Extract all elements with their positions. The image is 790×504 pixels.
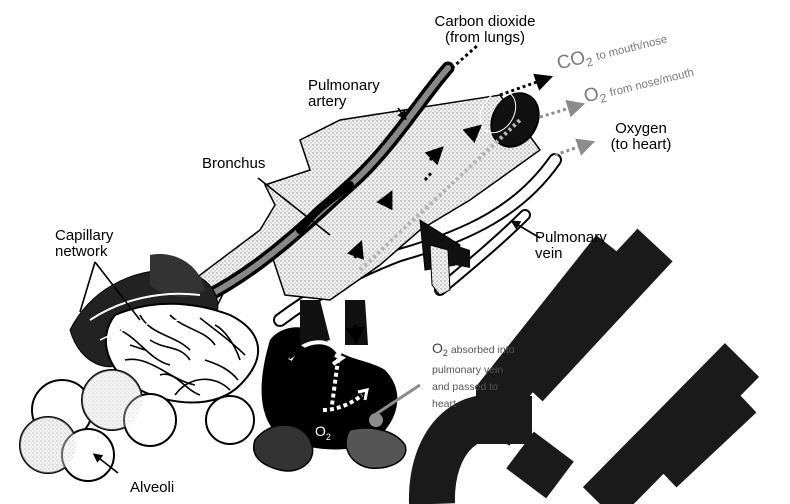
label-pulmonary-vein: Pulmonary vein — [535, 230, 607, 262]
absorbed-line-3: and passed to — [432, 379, 514, 396]
label-carbon-dioxide: Carbon dioxide (from lungs) — [405, 14, 565, 46]
alveolus-o2-symbol: O — [315, 423, 326, 439]
alveolus-o2-subscript: 2 — [326, 432, 331, 442]
label-o2-absorbed: O2 absorbed into pulmonary vein and pass… — [432, 340, 514, 413]
absorbed-o2-subscript: 2 — [443, 348, 448, 358]
oxygen-line-2: (to heart) — [598, 137, 684, 153]
pulmonary-artery-line-2: artery — [308, 94, 380, 110]
absorbed-o2-symbol: O — [432, 340, 443, 356]
carbon-dioxide-line-2: (from lungs) — [405, 30, 565, 46]
pulmonary-vein-line-2: vein — [535, 246, 607, 262]
label-alveoli: Alveoli — [130, 480, 174, 496]
label-alveolus-o2: O2 — [315, 424, 331, 442]
oxygen-line-1: Oxygen — [598, 121, 684, 137]
label-bronchus: Bronchus — [202, 156, 265, 172]
capillary-line-1: Capillary — [55, 228, 113, 244]
label-oxygen: Oxygen (to heart) — [598, 121, 684, 153]
label-pulmonary-artery: Pulmonary artery — [308, 78, 380, 110]
carbon-dioxide-line-1: Carbon dioxide — [405, 14, 565, 30]
absorbed-line-4: heart — [432, 396, 514, 413]
pulmonary-vein-line-1: Pulmonary — [535, 230, 607, 246]
absorbed-line-2: pulmonary vein — [432, 362, 514, 379]
pulmonary-artery-line-1: Pulmonary — [308, 78, 380, 94]
absorbed-line-1: absorbed into — [451, 344, 515, 356]
bronchus-tree — [170, 85, 548, 330]
capillary-line-2: network — [55, 244, 113, 260]
label-capillary-network: Capillary network — [55, 228, 113, 260]
